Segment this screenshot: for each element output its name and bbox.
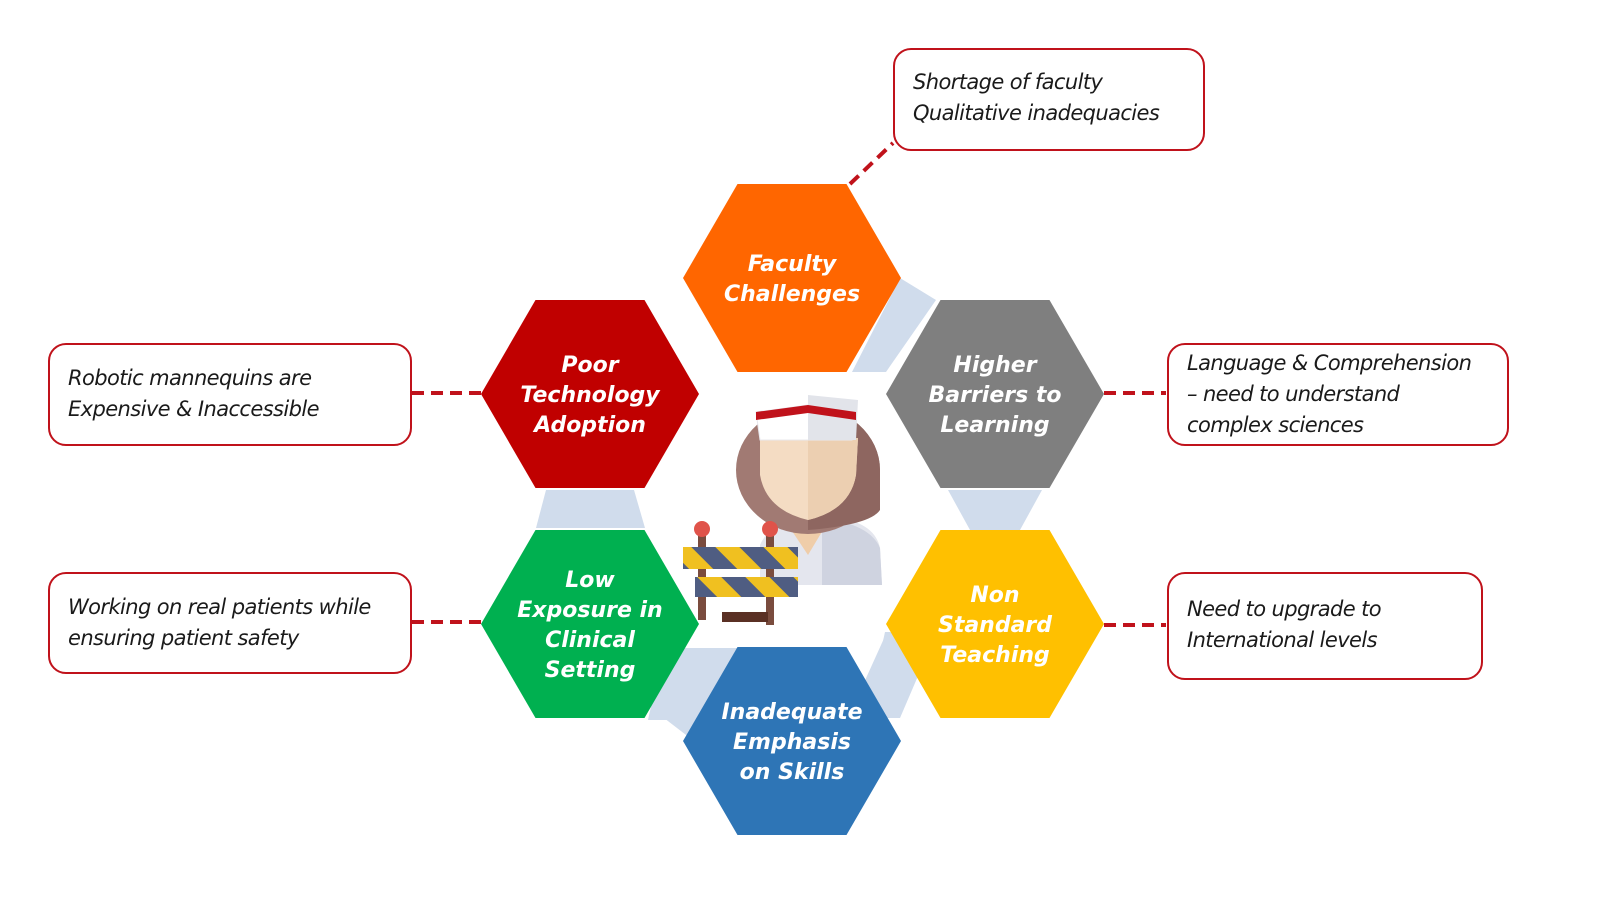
connector-faculty-barriers xyxy=(852,278,936,372)
hexagon-label: Standard xyxy=(938,613,1052,638)
hexagon-shape xyxy=(683,184,901,372)
callout-faculty: Shortage of faculty Qualitative inadequa… xyxy=(893,48,1205,151)
connector-barriers-teaching xyxy=(948,490,1042,530)
hexagon-shape xyxy=(886,530,1104,718)
callout-barriers: Language & Comprehension – need to under… xyxy=(1167,343,1509,446)
hexagon-label: Higher xyxy=(953,353,1037,378)
callout-line: complex sciences xyxy=(1187,413,1364,437)
callout-line: Language & Comprehension xyxy=(1187,351,1472,375)
hexagon-label: Emphasis xyxy=(733,730,851,755)
hexagon-label: Setting xyxy=(545,658,636,683)
hexagon-shape xyxy=(886,300,1104,488)
leader-line-faculty xyxy=(848,141,895,186)
callout-teaching: Need to upgrade to International levels xyxy=(1167,572,1483,680)
hexagon-label: Learning xyxy=(940,413,1049,438)
hexagon-shape xyxy=(683,647,901,835)
hexagon-label: Low xyxy=(565,568,615,593)
hexagon-label: Clinical xyxy=(545,628,635,653)
hexagon-label: Barriers to xyxy=(928,383,1061,408)
nurse-with-barrier-icon xyxy=(683,395,882,625)
callout-line: Robotic mannequins are xyxy=(68,366,312,390)
callout-line: Shortage of faculty xyxy=(913,70,1103,94)
hexagon-label: Faculty xyxy=(748,252,838,277)
hexagon-label: Exposure in xyxy=(517,598,662,623)
hexagon-label: Inadequate xyxy=(721,700,862,725)
hexagon-label: Challenges xyxy=(724,282,860,307)
callout-line: ensuring patient safety xyxy=(68,626,299,650)
callout-line: International levels xyxy=(1187,628,1378,652)
barrier-plank-bottom xyxy=(695,577,798,597)
callout-line: Expensive & Inaccessible xyxy=(68,397,319,421)
hexagon-label: Technology xyxy=(520,383,661,408)
callout-line: – need to understand xyxy=(1187,382,1400,406)
callout-line: Need to upgrade to xyxy=(1187,597,1382,621)
hexagon-label: on Skills xyxy=(740,760,845,785)
callout-line: Working on real patients while xyxy=(68,595,371,619)
hexagon-label: Adoption xyxy=(532,413,646,438)
hexagon-shape xyxy=(481,300,699,488)
hexagon-shape xyxy=(481,530,699,718)
barrier-plank-top xyxy=(683,547,798,569)
callout-technology: Robotic mannequins are Expensive & Inacc… xyxy=(48,343,412,446)
callout-line: Qualitative inadequacies xyxy=(913,101,1160,125)
callout-clinical: Working on real patients while ensuring … xyxy=(48,572,412,674)
connector-clinical-technology xyxy=(536,490,645,528)
hexagon-label: Teaching xyxy=(940,643,1050,668)
hexagon-label: Non xyxy=(970,583,1019,608)
hexagon-label: Poor xyxy=(561,353,619,378)
barrier-icon xyxy=(683,521,798,625)
leader-lines xyxy=(412,141,1166,627)
